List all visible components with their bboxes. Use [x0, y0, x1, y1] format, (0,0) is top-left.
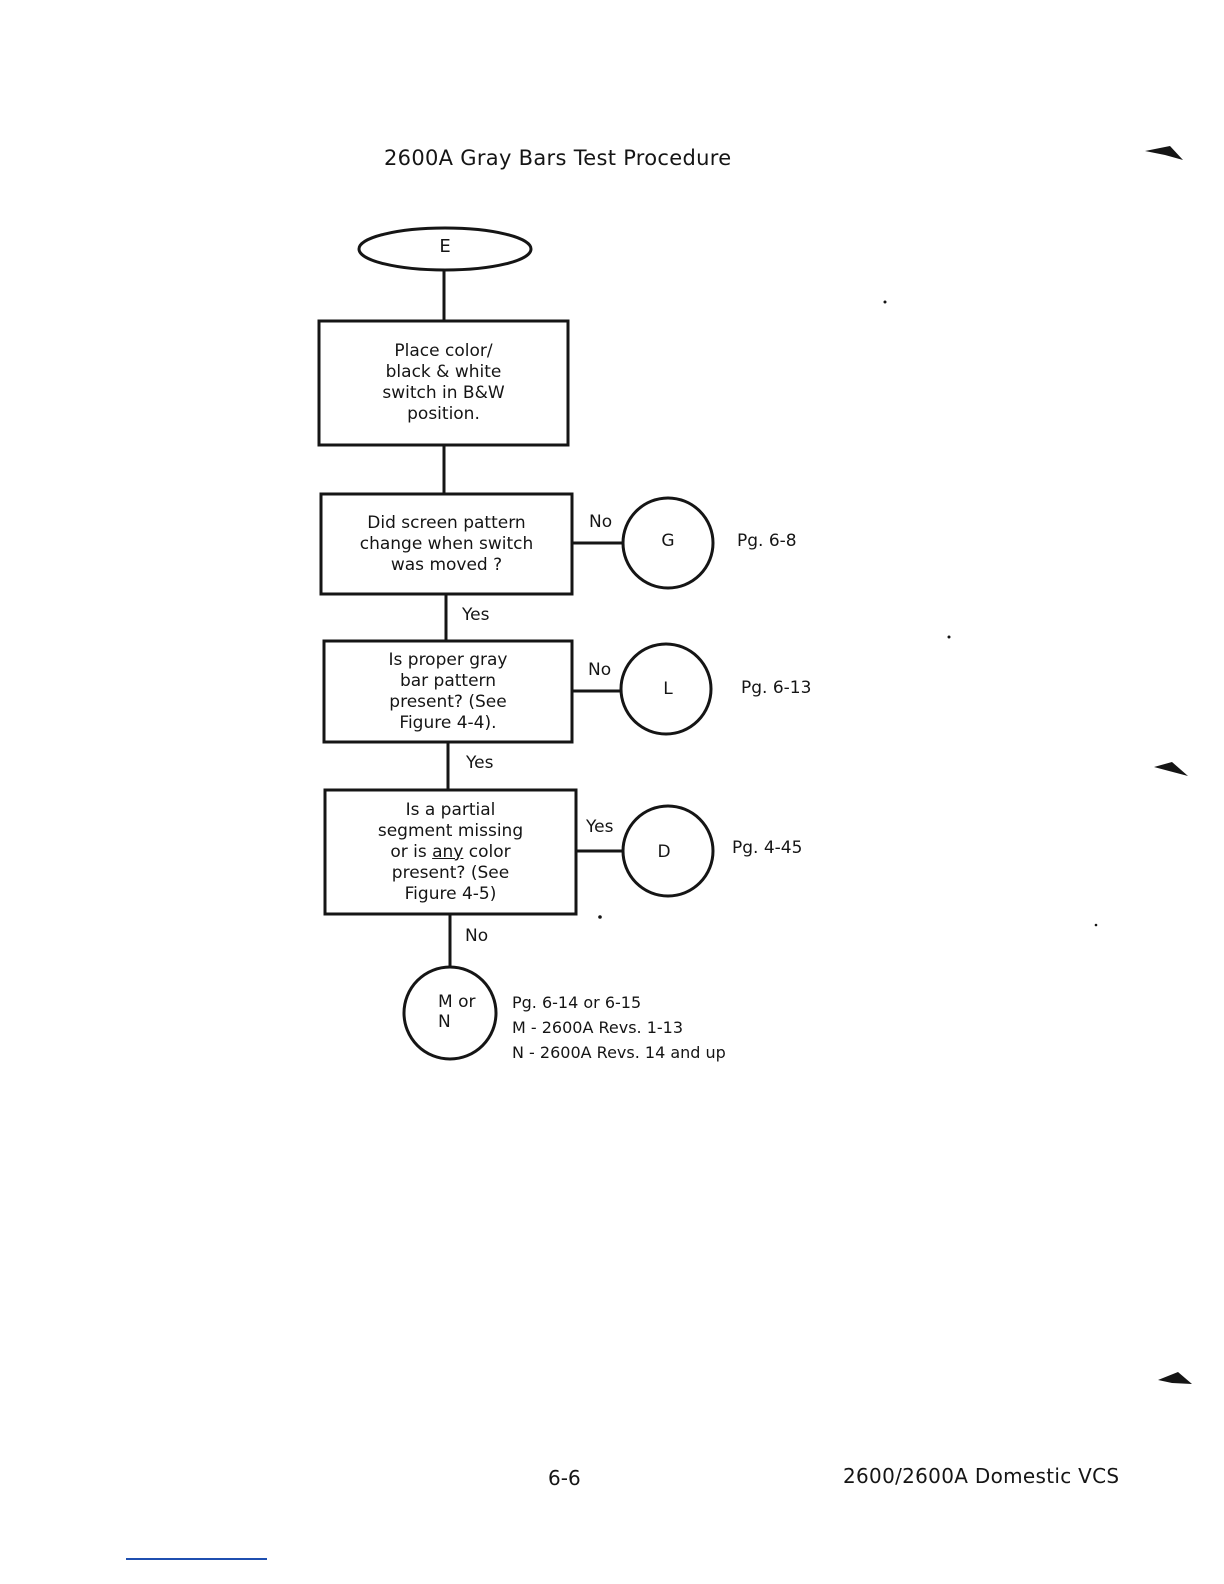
decision1-text: Did screen pattern change when switch wa…: [359, 512, 534, 575]
step1-text: Place color/ black & white switch in B&W…: [382, 341, 505, 424]
connector-l-ref: Pg. 6-13: [741, 678, 812, 698]
bottom-rule: [126, 1558, 267, 1560]
connector-d-label: D: [657, 842, 671, 862]
connector-d-shape: [621, 804, 715, 898]
branch-label-d3-no: No: [465, 926, 489, 946]
speck: [1094, 923, 1098, 927]
connector-mn-ref: Pg. 6-14 or 6-15 M - 2600A Revs. 1-13 N …: [512, 990, 726, 1065]
corner-mark-bottom: [1158, 1372, 1192, 1384]
decision3-line-pre: or is: [390, 841, 433, 862]
branch-label-d1-yes: Yes: [462, 605, 490, 625]
page-title: 2600A Gray Bars Test Procedure: [384, 146, 732, 170]
branch-label-d3-yes: Yes: [586, 817, 614, 837]
connector-mn-ref-line: N - 2600A Revs. 14 and up: [512, 1043, 726, 1062]
speck: [598, 915, 602, 919]
branch-label-d2-no: No: [588, 660, 612, 680]
decision3-line: present? (See: [391, 862, 510, 883]
connector-g-label: G: [661, 531, 675, 551]
branch-label-d1-no: No: [589, 512, 613, 532]
decision3-text: Is a partial segment missing or is any c…: [328, 793, 573, 911]
speck: [947, 635, 951, 639]
decision3-line: segment missing: [377, 820, 524, 841]
connector-mn-shape: [402, 965, 498, 1061]
decision3-emphasis: any: [432, 841, 464, 862]
branch-label-d2-yes: Yes: [466, 753, 494, 773]
decision3-line: or is any color: [390, 842, 510, 863]
decision2-text: Is proper gray bar pattern present? (See…: [388, 649, 508, 733]
step1-box-shape: [317, 319, 570, 447]
document-title: 2600/2600A Domestic VCS: [843, 1464, 1120, 1488]
connector-g-ref: Pg. 6-8: [737, 531, 797, 551]
corner-mark-top: [1145, 146, 1183, 160]
connector-d-ref: Pg. 4-45: [732, 838, 803, 858]
connector-mn-label: M or N: [438, 992, 476, 1032]
connector-mn-ref-line: Pg. 6-14 or 6-15: [512, 993, 642, 1012]
connector-l-shape: [619, 642, 713, 736]
connector-mn-ref-line: M - 2600A Revs. 1-13: [512, 1018, 684, 1037]
corner-mark-middle: [1154, 762, 1188, 776]
decision3-line: Is a partial: [405, 799, 496, 820]
decision3-line-post: color: [463, 841, 511, 862]
connector-l-label: L: [663, 679, 673, 699]
connector-g-shape: [621, 496, 715, 590]
start-terminal-label: E: [439, 236, 451, 257]
page-number: 6-6: [548, 1466, 581, 1490]
decision3-line: Figure 4-5): [404, 883, 497, 904]
speck: [883, 300, 887, 304]
